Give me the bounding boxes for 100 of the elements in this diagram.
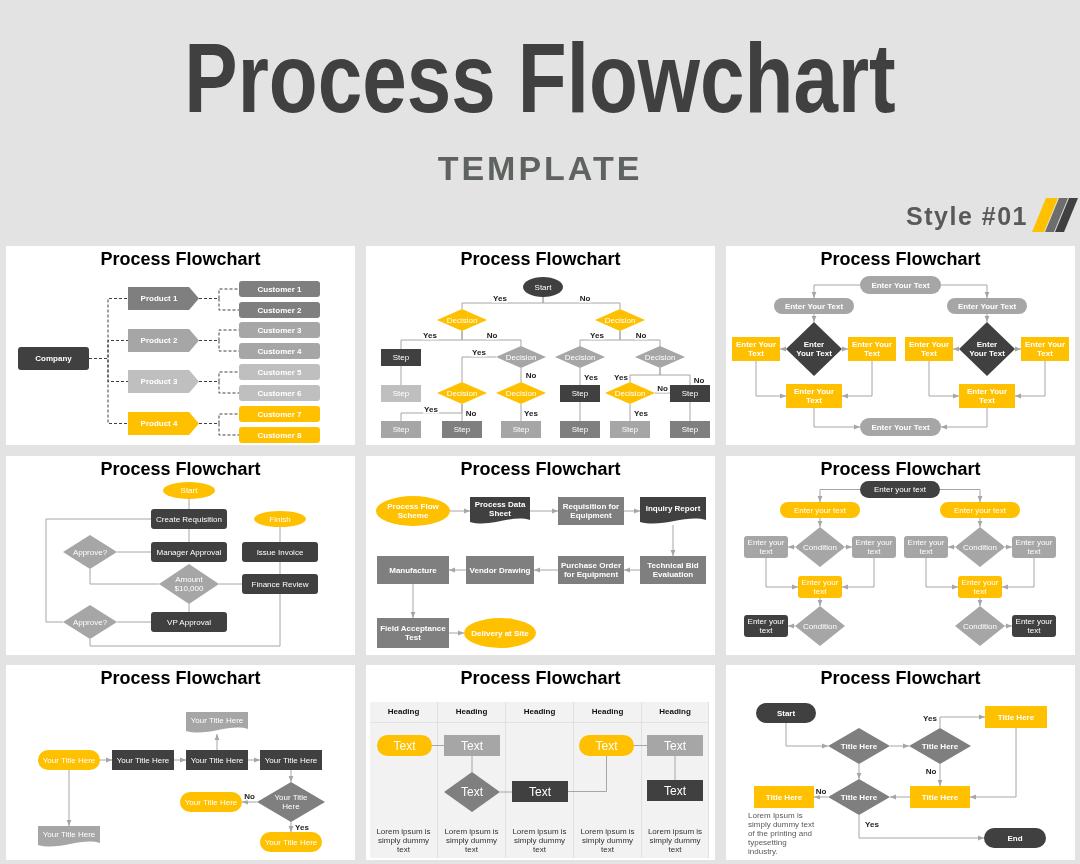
process-box: Text: [444, 735, 500, 756]
arrow: [787, 623, 796, 629]
terminator-oval: Start: [523, 277, 563, 297]
process-box: Issue Invoice: [242, 542, 318, 562]
slide-panel: [366, 456, 715, 655]
pentagon-tag: Product 2: [128, 329, 199, 352]
swimlane: [574, 702, 642, 858]
terminator-pill: Enter Your Text: [860, 418, 941, 436]
slide-panel: [726, 456, 1075, 655]
process-box: Enter Your Text: [1021, 337, 1069, 361]
edge-label: No: [692, 375, 706, 385]
arrow: [939, 714, 986, 729]
edge-label: Yes: [633, 408, 649, 417]
lane-heading: Heading: [523, 707, 556, 717]
connector: [188, 603, 190, 613]
arrow: [925, 557, 959, 590]
decision-diamond: Title Here: [828, 728, 890, 764]
process-box: Step: [560, 421, 600, 438]
arrow: [889, 743, 910, 749]
edge-label: No: [814, 786, 828, 795]
edge-label: No: [243, 791, 256, 801]
document-shape: Your Title Here: [186, 712, 248, 734]
connector: [567, 755, 607, 792]
process-box: Manufacture: [377, 556, 449, 584]
process-box: Enter your text: [1012, 536, 1056, 558]
edge-label: No: [634, 330, 648, 339]
arrow: [858, 814, 985, 841]
decision-diamond: Your Title Here: [257, 782, 325, 822]
process-box: Customer 1: [239, 281, 320, 297]
arrow: [1004, 623, 1013, 629]
swimlane: [370, 702, 438, 858]
terminator-oval: Finish: [254, 511, 306, 527]
arrow: [787, 544, 796, 550]
edge-label: No: [485, 330, 499, 340]
slide-panel: [726, 665, 1075, 860]
connector: [654, 392, 671, 394]
slide-title: Process Flowchart: [820, 668, 981, 689]
edge-label: Yes: [294, 822, 310, 832]
decision-diamond: Approve?: [63, 605, 117, 639]
connector: [471, 755, 473, 773]
arrow: [940, 407, 988, 430]
lane-note: Lorem ipsum is simply dummy text: [443, 827, 500, 854]
process-box: Title Here: [910, 786, 970, 808]
document-shape: Inquiry Report: [640, 497, 706, 525]
edge-label: Yes: [471, 347, 487, 357]
terminator-oval: Delivery at Site: [464, 618, 536, 648]
slide-panel: [6, 246, 355, 445]
slide-title: Process Flowchart: [460, 249, 621, 270]
edge-label: Yes: [492, 293, 508, 303]
decision-diamond: Condition: [795, 606, 845, 646]
connector: [188, 498, 190, 510]
arrow: [785, 722, 829, 749]
arrow: [940, 284, 990, 299]
process-box: Enter Your Text: [732, 337, 780, 361]
arrow: [755, 360, 787, 399]
connector: [674, 755, 676, 781]
slide-title: Process Flowchart: [820, 459, 981, 480]
decision-diamond: Enter Your Text: [786, 322, 842, 376]
connector: [499, 791, 513, 793]
lane-note: Lorem ipsum is simply dummy text: [579, 827, 636, 854]
arrow: [1001, 557, 1035, 590]
decision-diamond: Decision: [496, 382, 546, 404]
connector: [218, 583, 243, 585]
edge-label: No: [464, 408, 478, 417]
arrow: [969, 727, 1017, 800]
process-box: Step: [442, 421, 482, 438]
arrow: [977, 597, 983, 607]
connector: [619, 330, 661, 347]
swimlane: [642, 702, 709, 858]
arrow: [99, 757, 113, 763]
process-box: Your Title Here: [112, 750, 174, 770]
process-box: Step: [381, 349, 421, 366]
process-box: Enter Your Text: [959, 384, 1015, 408]
arrow: [288, 821, 294, 833]
connector: [45, 518, 152, 623]
process-box: Step: [501, 421, 541, 438]
connector: [461, 403, 463, 422]
process-box: Enter Your Text: [786, 384, 842, 408]
slide-panel: [6, 456, 355, 655]
arrow: [813, 794, 829, 800]
terminator-pill: Enter your text: [780, 502, 860, 518]
connector: [279, 526, 281, 543]
edge-label: No: [578, 293, 592, 303]
process-box: Customer 8: [239, 427, 320, 443]
edge-label: No: [656, 383, 669, 392]
connector: [116, 551, 152, 553]
arrow: [841, 346, 849, 352]
arrow: [765, 557, 799, 590]
arrow: [984, 313, 990, 323]
process-box: Customer 5: [239, 364, 320, 380]
decision-diamond: Decision: [555, 346, 605, 368]
process-box: Step: [381, 421, 421, 438]
process-box: Title Here: [985, 706, 1047, 728]
note-text: Lorem Ipsum is simply dummy text of the printing and typesetting industry.: [748, 811, 816, 856]
process-box: Purchase Order for Equipment: [558, 556, 624, 584]
process-box: Step: [670, 385, 710, 402]
process-box: Customer 4: [239, 343, 320, 359]
edge-label: Yes: [523, 408, 539, 417]
process-box: Step: [670, 421, 710, 438]
document-shape: Process Data Sheet: [470, 497, 530, 525]
